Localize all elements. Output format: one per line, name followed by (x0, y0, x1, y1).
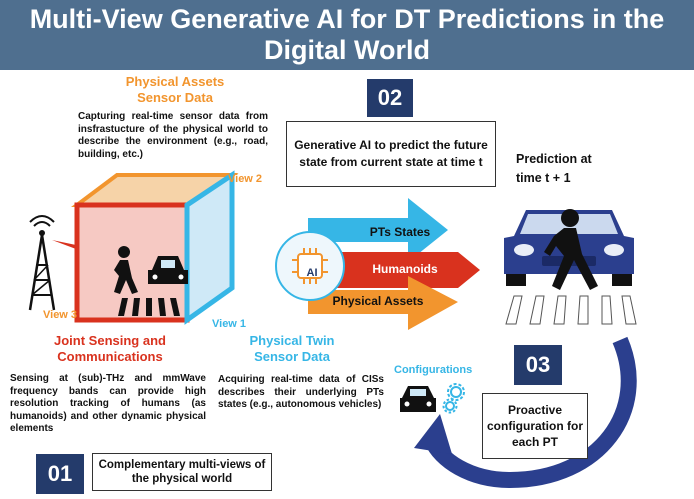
pts-states-band (308, 198, 448, 262)
crosswalk (118, 298, 180, 316)
physical-twin-description: Acquiring real-time data of CISs describ… (218, 374, 384, 410)
joint-sensing-description: Sensing at (sub)-THz and mmWave frequenc… (10, 373, 206, 434)
step03-badge: 03 (514, 345, 562, 385)
physical-twin-heading-line1: Physical Twin (249, 333, 335, 348)
pts-states-label: PTs States (369, 225, 431, 239)
view3-label: View 3 (43, 309, 78, 321)
physical-assets-heading-line2: Sensor Data (137, 90, 213, 105)
pedestrian-icon (114, 246, 138, 294)
walking-person-icon (544, 209, 598, 290)
joint-sensing-heading-line1: Joint Sensing and (54, 333, 166, 348)
step01-badge: 01 (36, 454, 84, 494)
physical-assets-label: Physical Assets (332, 294, 424, 308)
step01-label: Complementary multi-views of the physica… (92, 453, 272, 491)
humanoids-label: Humanoids (372, 262, 438, 276)
step02-label: Generative AI to predict the future stat… (286, 121, 496, 187)
step03-label: Proactive configuration for each PT (482, 393, 588, 459)
gear-icon (442, 383, 465, 414)
prediction-line2: time t + 1 (516, 171, 571, 185)
prediction-heading: Prediction at time t + 1 (516, 150, 666, 188)
physical-twin-heading: Physical Twin Sensor Data (222, 333, 362, 365)
configurations-graphic (400, 383, 465, 414)
view2-label: View 2 (228, 173, 263, 185)
physical-assets-heading: Physical Assets Sensor Data (90, 74, 260, 106)
multi-view-cube (28, 170, 239, 325)
physical-twin-heading-line2: Sensor Data (254, 349, 330, 364)
humanoids-band (328, 252, 480, 288)
joint-sensing-heading: Joint Sensing and Communications (20, 333, 200, 365)
configurations-label: Configurations (394, 364, 473, 376)
crosswalk-lines (505, 295, 637, 325)
ai-chip-icon (292, 248, 328, 284)
view1-label: View 1 (212, 318, 247, 330)
generative-ai-arrow (275, 198, 480, 330)
config-car-icon (400, 386, 436, 412)
page-title: Multi-View Generative AI for DT Predicti… (29, 4, 665, 65)
prediction-line1: Prediction at (516, 152, 592, 166)
joint-sensing-heading-line2: Communications (57, 349, 163, 364)
physical-assets-description: Capturing real-time sensor data from ins… (78, 111, 268, 160)
title-banner: Multi-View Generative AI for DT Predicti… (0, 0, 694, 70)
step02-badge: 02 (367, 79, 413, 117)
feedback-curved-arrow (414, 336, 637, 489)
prediction-scene (504, 209, 637, 325)
physical-assets-heading-line1: Physical Assets (125, 74, 225, 89)
physical-assets-band (308, 276, 458, 330)
car-icon (148, 256, 188, 284)
antenna-tower-icon (28, 215, 56, 311)
ai-label: AI (306, 267, 318, 279)
